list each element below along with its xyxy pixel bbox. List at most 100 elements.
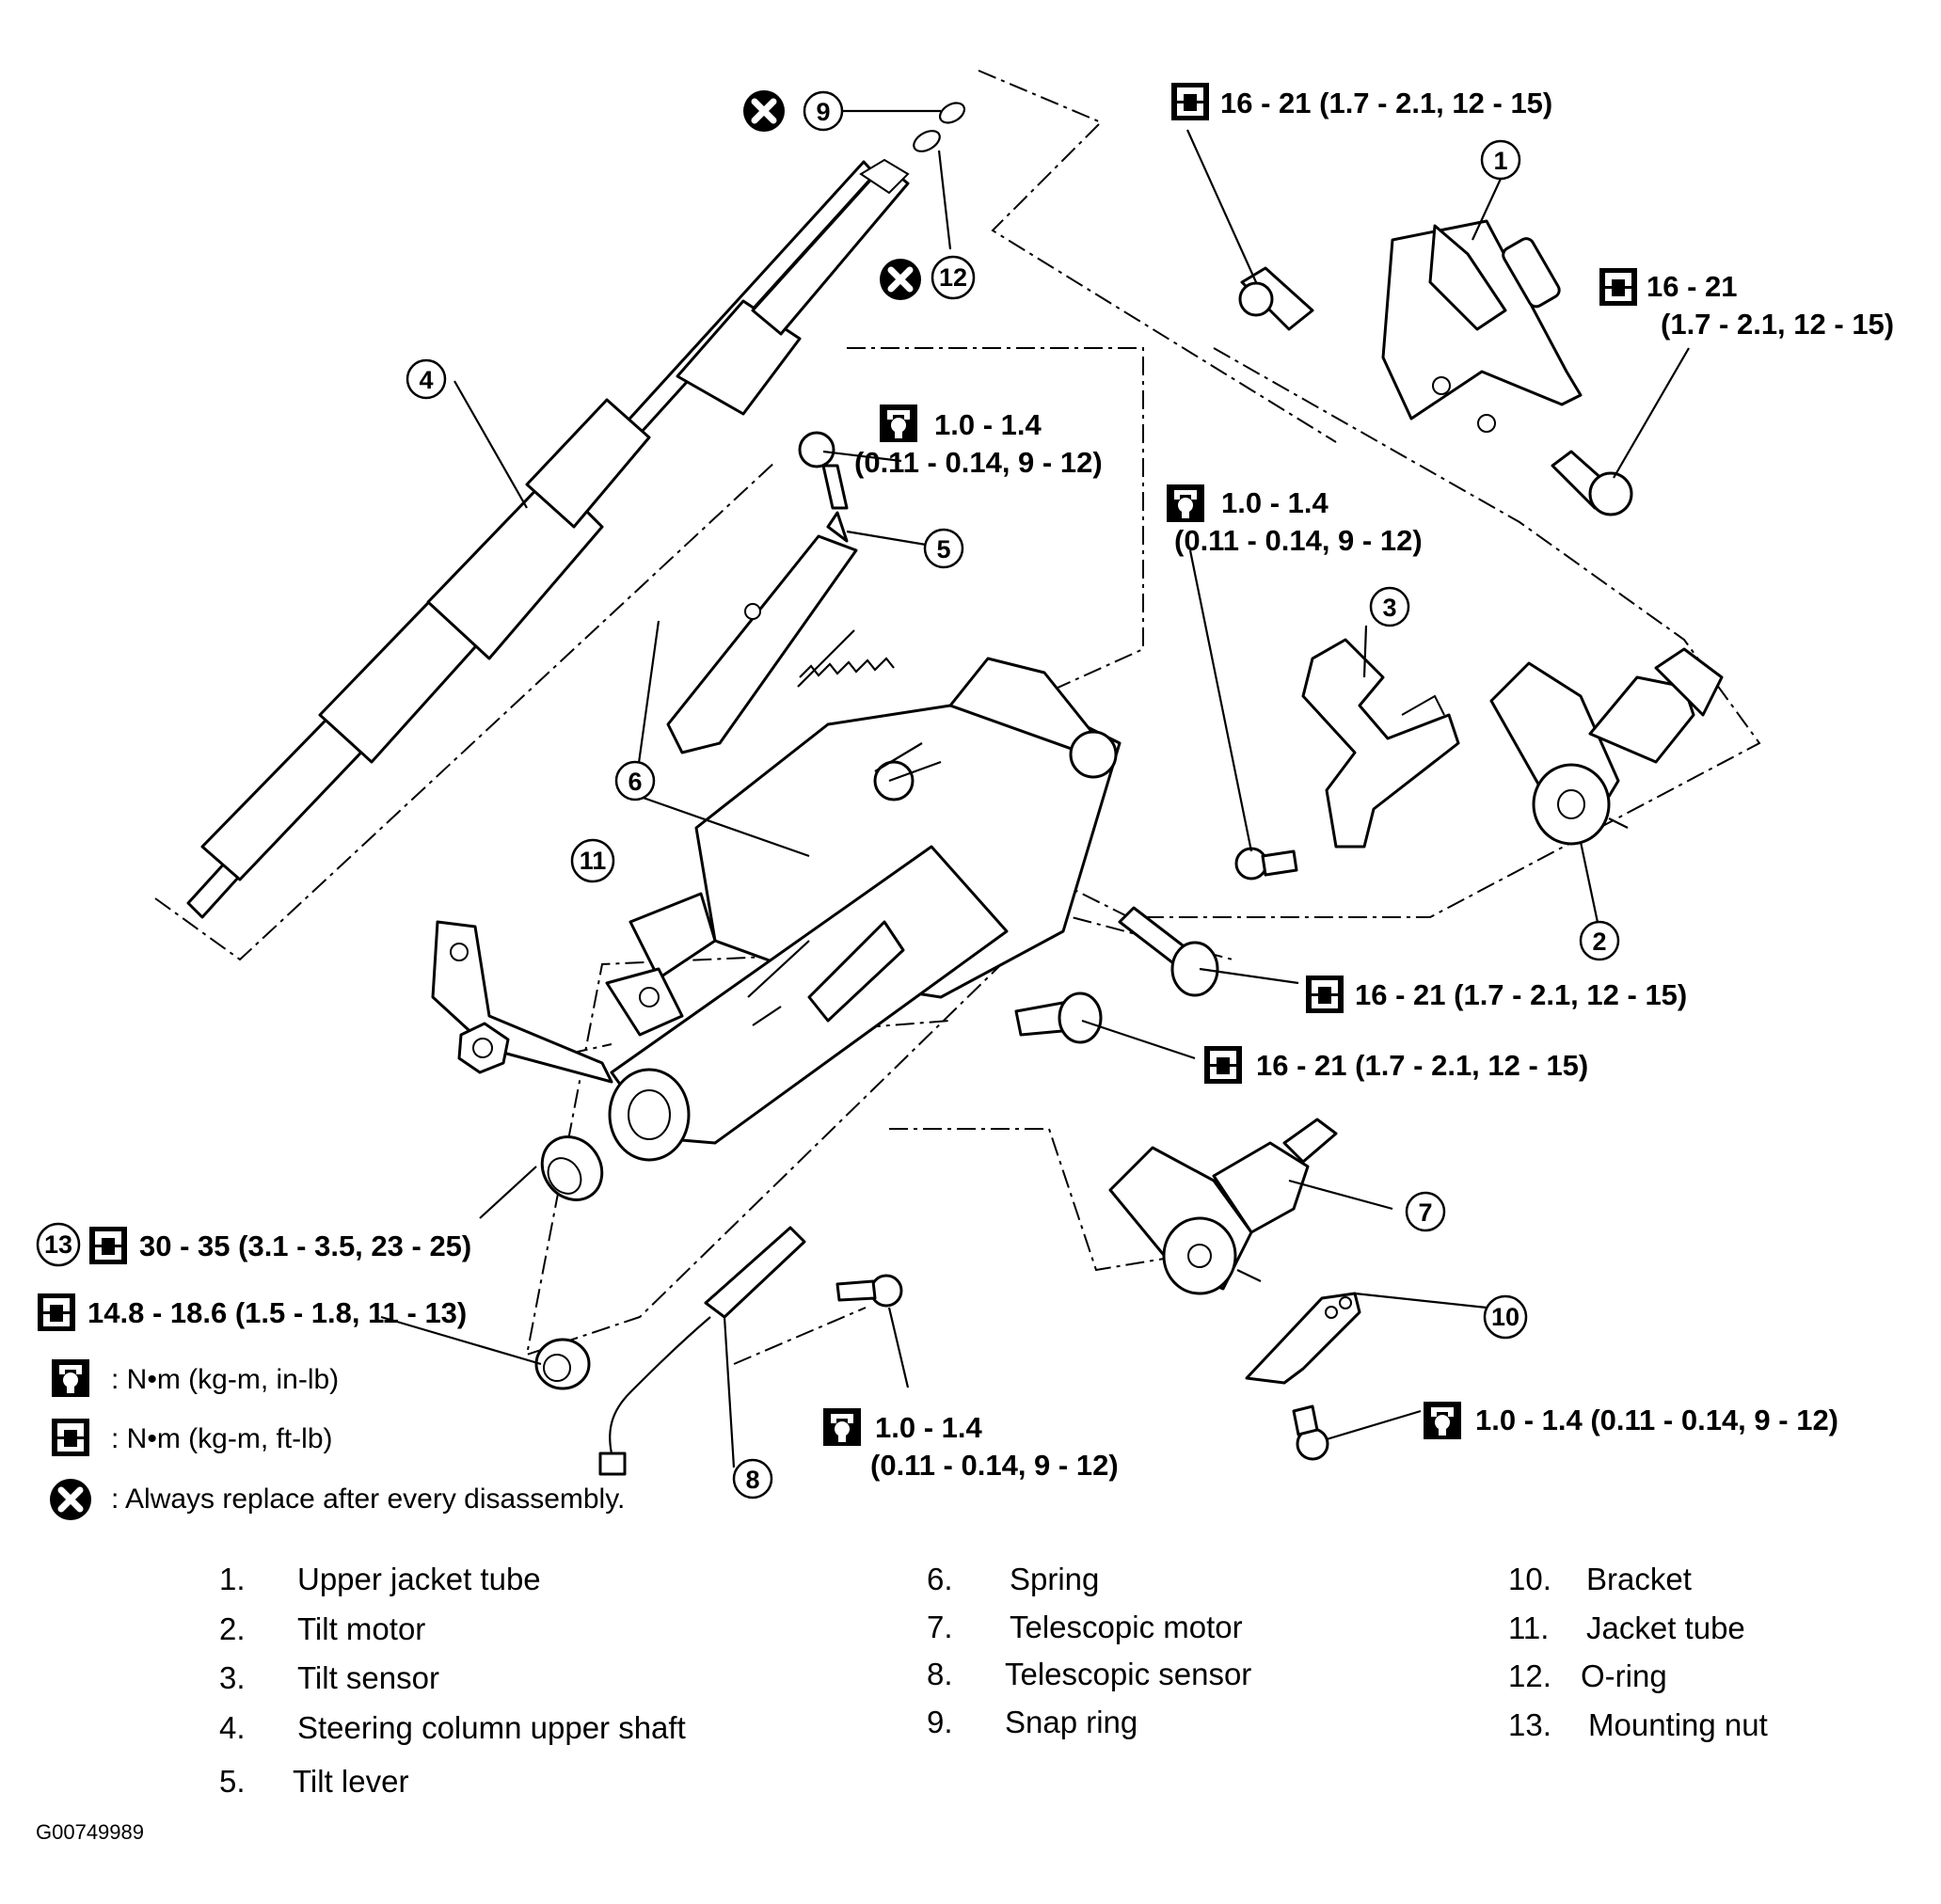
svg-text:1: 1 [1493, 147, 1507, 175]
callout-2: 2 [1579, 920, 1620, 961]
torque-part8-b: (0.11 - 0.14, 9 - 12) [870, 1449, 1119, 1482]
parts-list-name: Mounting nut [1588, 1707, 1768, 1742]
svg-text:7: 7 [1418, 1198, 1432, 1227]
torque-nut: 14.8 - 18.6 (1.5 - 1.8, 11 - 13) [88, 1296, 467, 1329]
torque-part1-right-b: (1.7 - 2.1, 12 - 15) [1661, 308, 1894, 341]
callout-12: 12 [931, 255, 976, 300]
telescopic-sensor [598, 1226, 806, 1476]
torque-part5-b: (0.11 - 0.14, 9 - 12) [854, 446, 1103, 479]
svg-text:13: 13 [44, 1230, 72, 1259]
steering-column-upper-shaft [186, 158, 910, 919]
svg-text:8: 8 [745, 1466, 759, 1494]
tilt-motor [1489, 647, 1724, 846]
bolt-part1-left [1238, 266, 1314, 331]
parts-list-number: 8. [927, 1657, 953, 1691]
torque-wrench-ftlb-icon [1171, 83, 1209, 120]
torque-wrench-ftlb-icon [1306, 976, 1344, 1013]
torque-wrench-inlb-icon [823, 1408, 861, 1446]
torque-bolt-b: 16 - 21 (1.7 - 2.1, 12 - 15) [1256, 1049, 1588, 1082]
parts-list-number: 3. [219, 1660, 246, 1695]
torque-part10: 1.0 - 1.4 (0.11 - 0.14, 9 - 12) [1475, 1404, 1838, 1436]
parts-list-number: 7. [927, 1610, 953, 1644]
parts-list-number: 5. [219, 1764, 246, 1799]
bracket-10-screw [1292, 1404, 1329, 1461]
torque-wrench-ftlb-icon [1599, 268, 1637, 306]
parts-list-number: 13. [1508, 1707, 1551, 1742]
o-ring [913, 130, 941, 152]
parts-list-number: 2. [219, 1611, 246, 1646]
mounting-nut-lower [534, 1338, 591, 1390]
bolt-jacket-lower [1014, 992, 1103, 1044]
callout-6: 6 [614, 760, 656, 801]
bracket-10 [1245, 1292, 1361, 1385]
torque-wrench-inlb-icon [1167, 484, 1204, 522]
parts-list-name: Upper jacket tube [297, 1562, 541, 1596]
svg-text:2: 2 [1592, 928, 1606, 956]
callout-11: 11 [570, 838, 615, 883]
parts-list-number: 1. [219, 1562, 246, 1596]
jacket-left-bracket [431, 920, 613, 1084]
torque-part13: 30 - 35 (3.1 - 3.5, 23 - 25) [139, 1230, 471, 1262]
always-replace-x-icon [743, 90, 785, 132]
upper-jacket-tube-bracket [1381, 219, 1583, 433]
parts-list-name: Spring [1010, 1562, 1099, 1596]
telescopic-motor [1108, 1118, 1338, 1295]
torque-part5-a: 1.0 - 1.4 [934, 408, 1042, 441]
telescopic-sensor-screw [835, 1274, 903, 1308]
parts-list-name: Bracket [1586, 1562, 1692, 1596]
torque-wrench-ftlb-icon [52, 1419, 89, 1456]
torque-wrench-inlb-icon [1424, 1402, 1461, 1439]
callout-5: 5 [923, 528, 964, 569]
torque-part8-a: 1.0 - 1.4 [875, 1411, 982, 1444]
callout-1: 1 [1480, 139, 1521, 181]
mounting-nut-13 [540, 1135, 604, 1201]
parts-list: 1. Upper jacket tube 2. Tilt motor 3. Ti… [219, 1562, 1768, 1799]
figure-code: G00749989 [36, 1820, 144, 1844]
jacket-tube [605, 657, 1122, 1162]
torque-part1-right-a: 16 - 21 [1647, 270, 1738, 303]
legend-replace: : Always replace after every disassembly… [111, 1484, 625, 1515]
parts-list-name: Tilt sensor [297, 1660, 439, 1695]
parts-list-name: Tilt lever [293, 1764, 408, 1799]
svg-text:11: 11 [580, 847, 607, 875]
always-replace-x-icon [50, 1479, 91, 1520]
parts-list-name: Jacket tube [1586, 1610, 1745, 1645]
callout-8: 8 [732, 1458, 773, 1499]
parts-list-number: 4. [219, 1710, 246, 1745]
parts-list-name: Steering column upper shaft [297, 1710, 686, 1745]
torque-part3-b: (0.11 - 0.14, 9 - 12) [1174, 524, 1423, 557]
parts-list-number: 12. [1508, 1658, 1551, 1693]
tilt-sensor [1301, 638, 1460, 849]
callout-7: 7 [1405, 1191, 1446, 1232]
parts-list-name: Snap ring [1005, 1705, 1138, 1739]
torque-wrench-inlb-icon [880, 405, 917, 442]
tilt-lever-screw [798, 431, 849, 510]
callout-3: 3 [1369, 586, 1410, 627]
svg-text:6: 6 [628, 768, 642, 796]
bolt-jacket-upper [1118, 906, 1219, 997]
parts-list-name: Telescopic sensor [1005, 1657, 1251, 1691]
parts-list-number: 9. [927, 1705, 953, 1739]
torque-wrench-ftlb-icon [38, 1293, 75, 1331]
torque-part1-top: 16 - 21 (1.7 - 2.1, 12 - 15) [1220, 87, 1552, 119]
torque-wrench-inlb-icon [52, 1359, 89, 1397]
spring [797, 629, 895, 688]
callout-9: 9 [803, 90, 844, 132]
parts-list-name: Telescopic motor [1010, 1610, 1243, 1644]
tilt-lever [666, 511, 858, 754]
torque-wrench-ftlb-icon [1204, 1046, 1242, 1084]
parts-list-name: O-ring [1581, 1658, 1667, 1693]
parts-list-number: 6. [927, 1562, 953, 1596]
svg-text:12: 12 [939, 263, 967, 292]
bolt-part1-right [1551, 450, 1633, 516]
legend-ftlb: : N•m (kg-m, ft-lb) [111, 1423, 333, 1454]
torque-wrench-ftlb-icon [89, 1227, 127, 1264]
callout-4: 4 [406, 358, 447, 400]
always-replace-x-icon [880, 259, 921, 300]
callout-10: 10 [1483, 1294, 1528, 1340]
jacket-left-nut [457, 1022, 510, 1074]
svg-text:5: 5 [936, 535, 950, 563]
parts-list-number: 10. [1508, 1562, 1551, 1596]
legend-inlb: : N•m (kg-m, in-lb) [111, 1364, 339, 1395]
